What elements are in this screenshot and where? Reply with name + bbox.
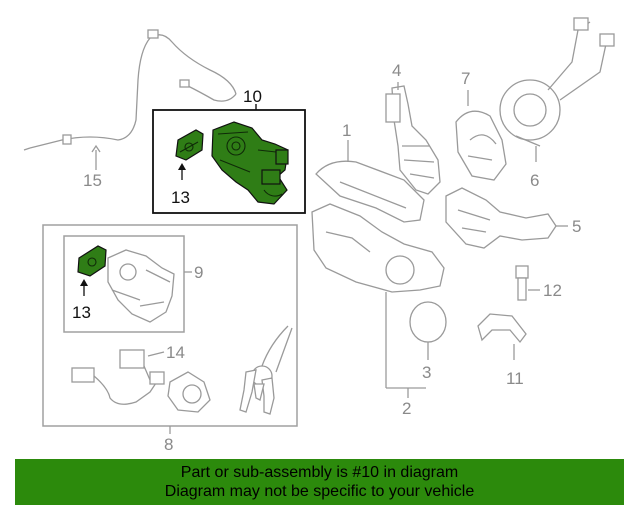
callout-5: 5 xyxy=(572,217,581,236)
lock-cylinder[interactable] xyxy=(167,371,211,413)
part-11-bracket[interactable] xyxy=(477,313,527,344)
part-14-harness[interactable] xyxy=(71,349,165,405)
part-1-upper-cover[interactable] xyxy=(315,160,425,223)
callout-14: 14 xyxy=(166,343,185,362)
part-4-switch[interactable] xyxy=(385,85,441,195)
callout-10: 10 xyxy=(243,87,262,106)
part-10-box xyxy=(152,109,306,214)
part-12-bolt[interactable] xyxy=(515,265,529,301)
callout-13-lower: 13 xyxy=(72,303,91,322)
info-banner: Part or sub-assembly is #10 in diagram D… xyxy=(15,459,624,505)
callout-7: 7 xyxy=(461,69,470,88)
banner-line-2: Diagram may not be specific to your vehi… xyxy=(164,483,475,500)
part-2-lower-cover[interactable] xyxy=(311,203,445,293)
callout-9: 9 xyxy=(194,263,203,282)
banner-line-1: Part or sub-assembly is #10 in diagram xyxy=(180,464,459,481)
part-5-switch[interactable] xyxy=(445,187,557,249)
part-7-clockspring-cover[interactable] xyxy=(455,110,507,181)
callout-12: 12 xyxy=(543,281,562,300)
callout-6: 6 xyxy=(530,171,539,190)
callout-2: 2 xyxy=(402,399,411,418)
callout-4: 4 xyxy=(392,61,401,80)
callout-11: 11 xyxy=(506,369,524,388)
part-13-clip-lower[interactable] xyxy=(77,245,107,277)
part-10-assembly[interactable] xyxy=(211,121,289,205)
callout-15: 15 xyxy=(83,171,102,190)
part-9-lock-body[interactable] xyxy=(107,249,175,323)
part-3-cap[interactable] xyxy=(409,301,447,343)
keys[interactable] xyxy=(239,325,293,415)
part-13-clip-top[interactable] xyxy=(175,129,204,161)
callout-1: 1 xyxy=(342,121,351,140)
callout-8: 8 xyxy=(164,435,173,454)
callout-3: 3 xyxy=(422,363,431,382)
part-9-box xyxy=(63,235,185,333)
callout-13-top: 13 xyxy=(171,188,190,207)
part-15-cable[interactable] xyxy=(23,29,237,170)
part-6-clockspring[interactable] xyxy=(499,17,615,147)
